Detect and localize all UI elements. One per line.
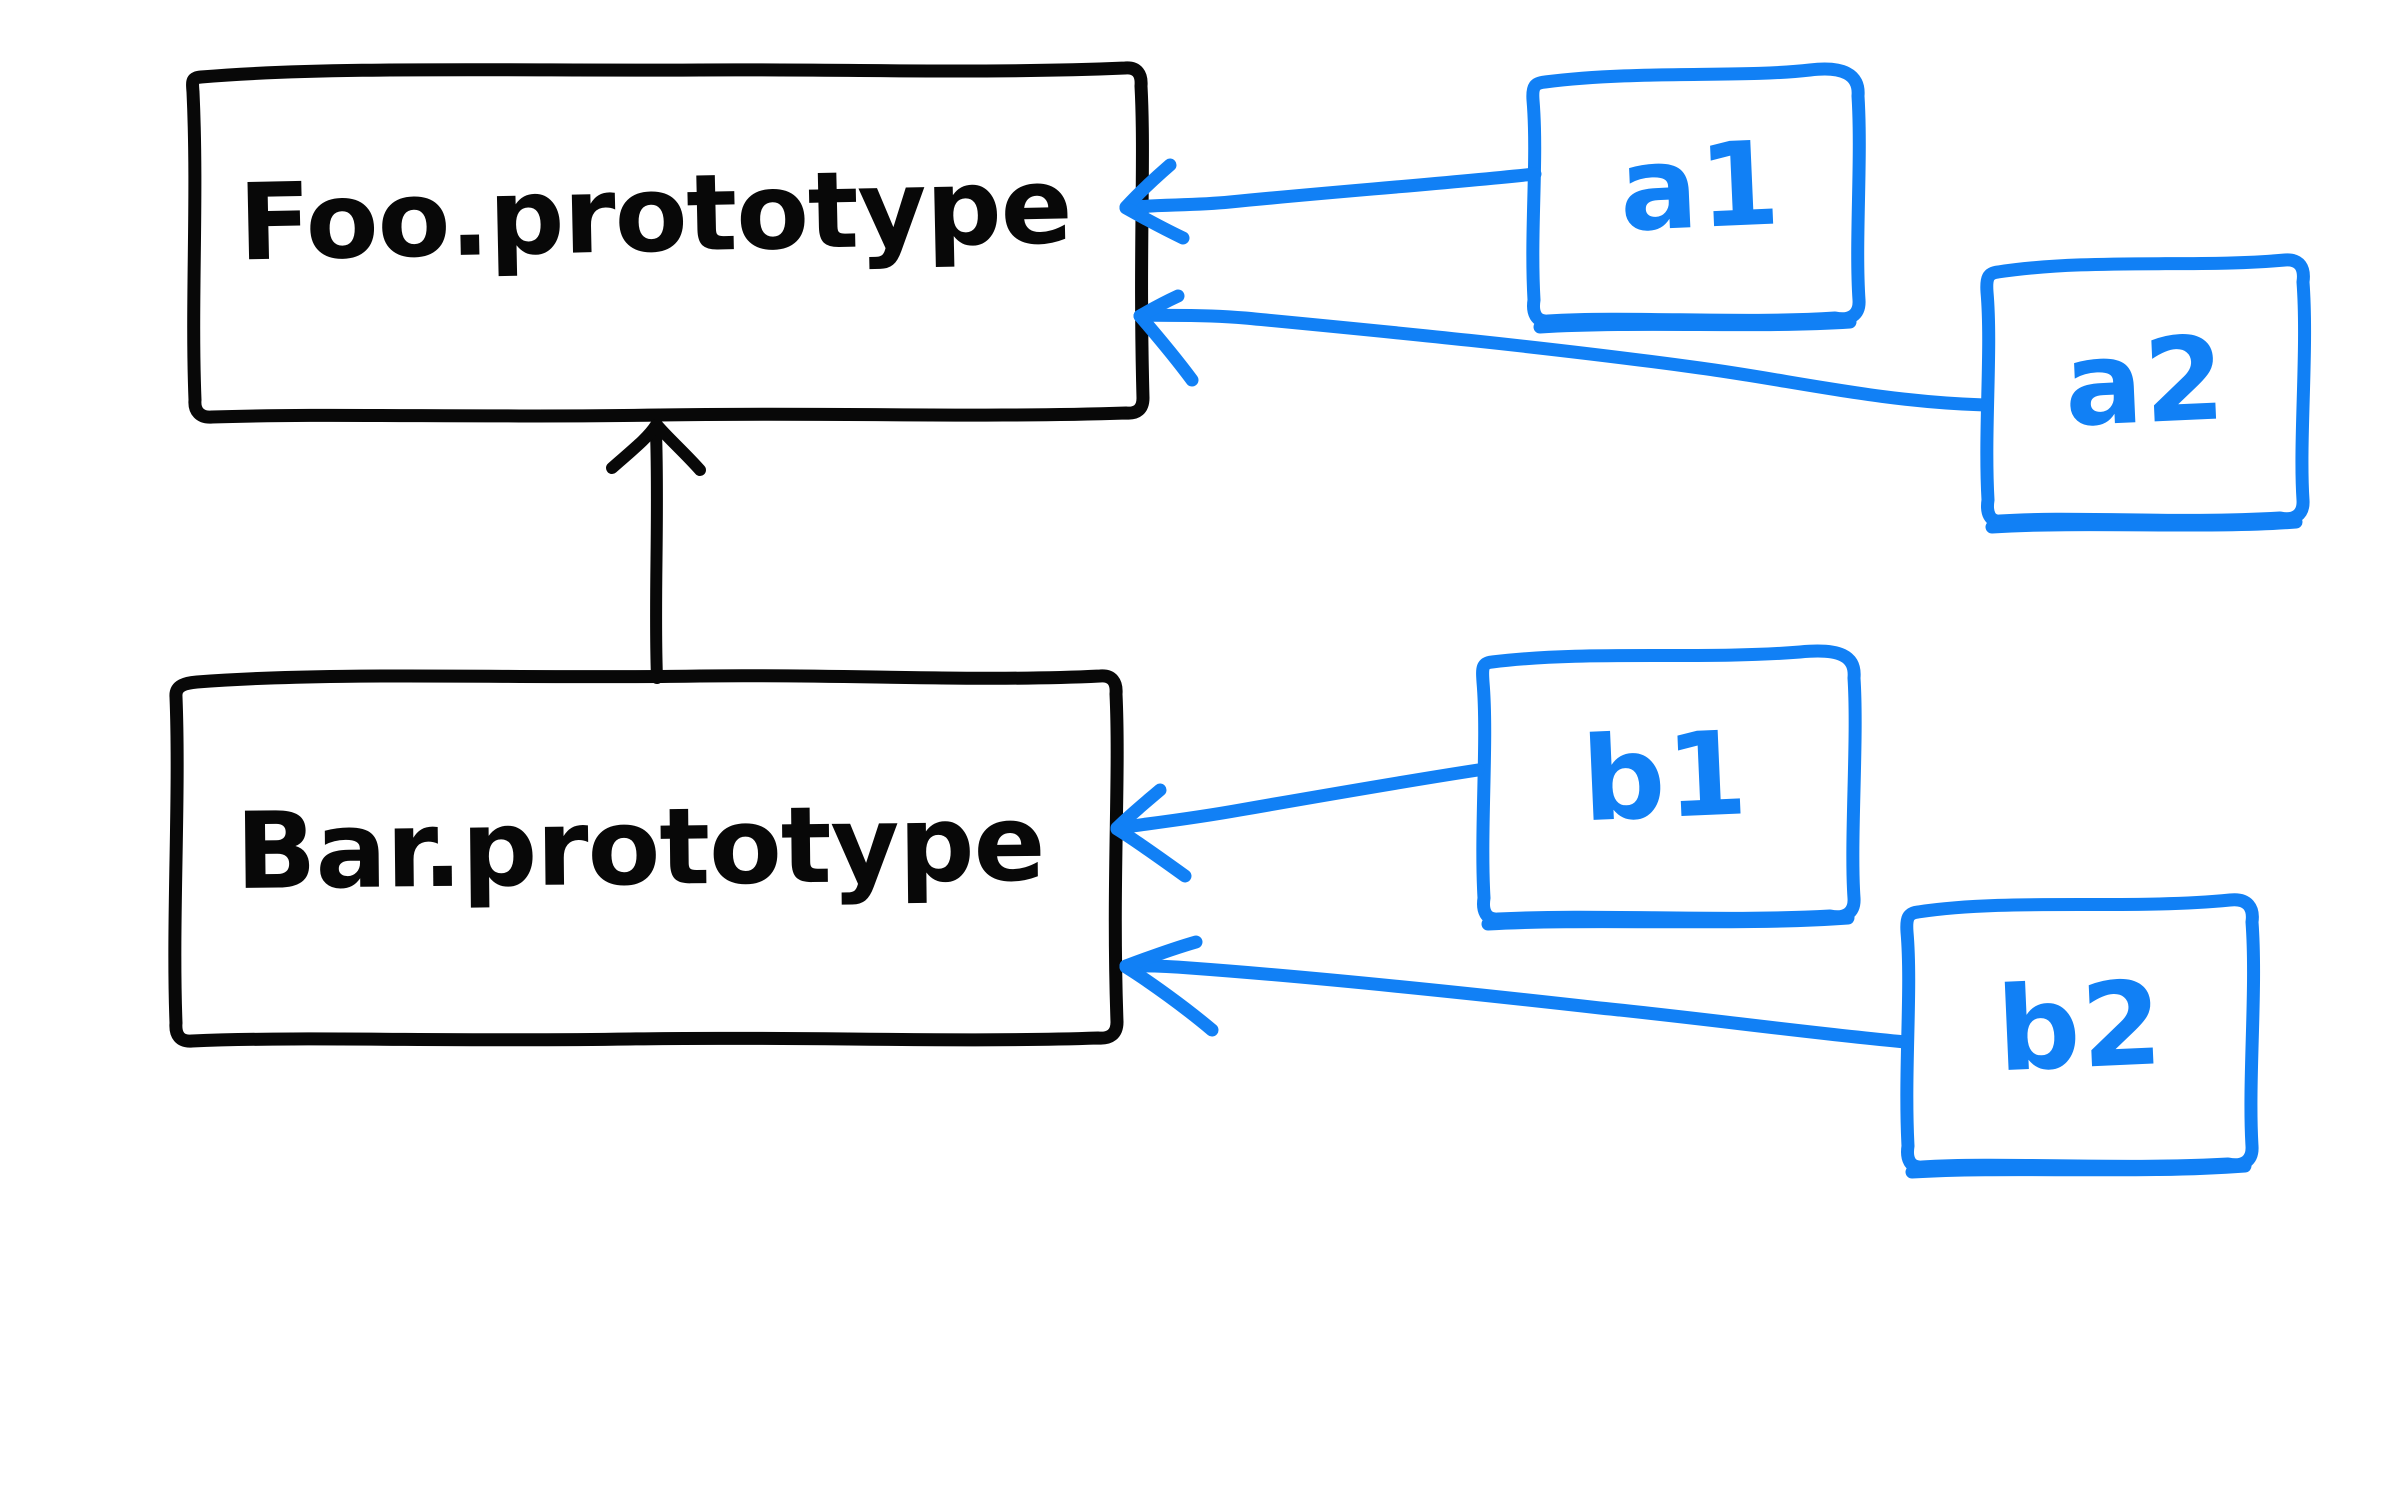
node-foo-prototype[interactable]: Foo.prototype <box>186 61 1150 424</box>
bar-to-foo-arrow-shaft <box>650 426 663 684</box>
node-bar-prototype[interactable]: Bar.prototype <box>168 669 1124 1048</box>
bar-to-foo-arrow-head-2 <box>651 419 706 476</box>
node-a1[interactable]: a1 <box>1526 62 1866 334</box>
node-b1[interactable]: b1 <box>1476 644 1862 931</box>
node-a2[interactable]: a2 <box>1980 253 2312 534</box>
b2-to-bar-arrow-head-lower <box>1119 960 1219 1037</box>
bar-prototype-box-outline <box>168 669 1124 1048</box>
connector-bar-to-foo <box>606 419 706 684</box>
b2-to-bar-arrow-head-upper <box>1119 935 1203 973</box>
bar-to-foo-arrow-head <box>606 419 662 474</box>
b1-label: b1 <box>1579 706 1750 848</box>
b1-to-bar-arrow-shaft <box>1111 763 1485 835</box>
b1-box-underline <box>1481 911 1855 931</box>
a2-to-foo-arrow-shaft <box>1135 308 1992 412</box>
node-b2[interactable]: b2 <box>1900 893 2261 1179</box>
a1-to-foo-arrow-shaft <box>1121 167 1542 215</box>
b2-label: b2 <box>1994 956 2165 1098</box>
a2-to-foo-arrow-head-lower <box>1133 309 1199 387</box>
connector-b2-to-bar <box>1119 935 1912 1049</box>
a1-box-underline <box>1533 315 1857 334</box>
bar-prototype-label: Bar.prototype <box>235 782 1045 913</box>
a1-label: a1 <box>1617 116 1784 258</box>
b1-to-bar-arrow-head-lower <box>1110 822 1192 883</box>
connector-a1-to-foo <box>1119 158 1542 245</box>
connector-b1-to-bar <box>1110 763 1485 883</box>
foo-prototype-box-outline <box>186 61 1150 424</box>
b2-box-underline <box>1905 1159 2252 1179</box>
a2-box-underline <box>1985 515 2303 534</box>
b2-to-bar-arrow-shaft <box>1119 959 1912 1049</box>
foo-prototype-label: Foo.prototype <box>237 144 1072 284</box>
a1-to-foo-arrow-head-lower <box>1119 201 1190 245</box>
a2-label: a2 <box>2062 311 2229 453</box>
connector-a2-to-foo <box>1133 289 1992 412</box>
